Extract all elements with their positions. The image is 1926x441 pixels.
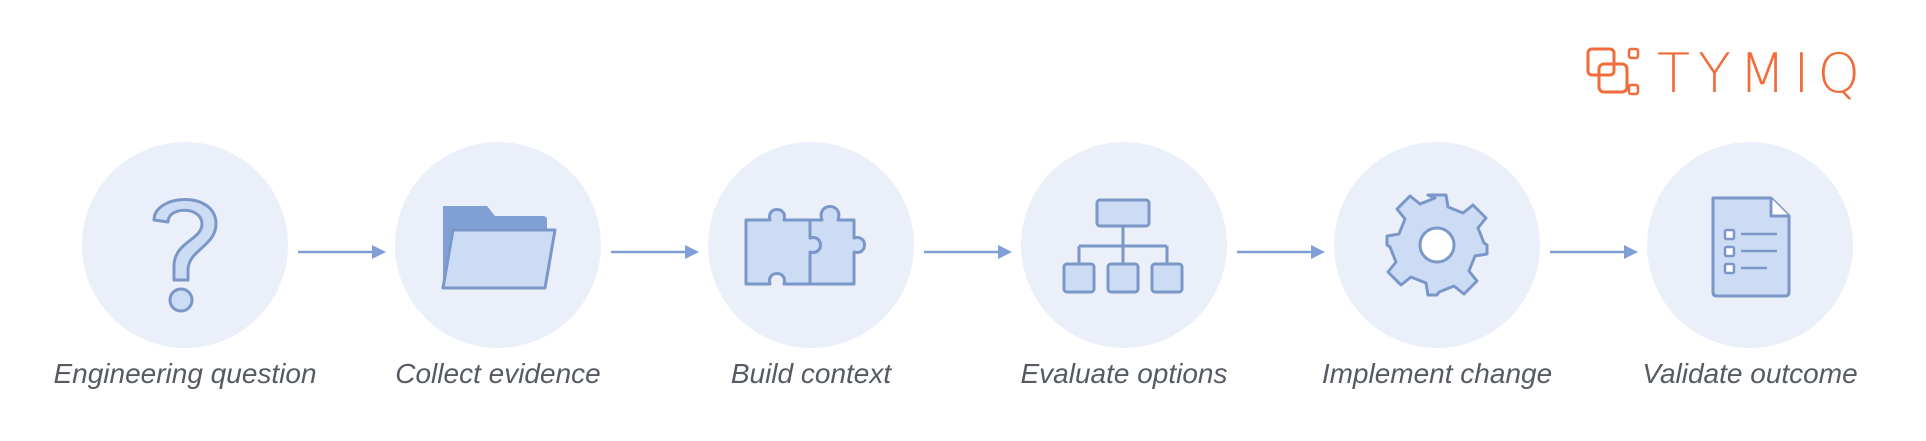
flow-arrow (1237, 242, 1325, 262)
flow-arrow (924, 242, 1012, 262)
step-evaluate-options: Evaluate options (1020, 142, 1228, 389)
logo-mark-icon (1586, 47, 1640, 96)
step-circle (708, 142, 914, 348)
question-mark-icon (152, 198, 218, 313)
flow-arrow (1550, 242, 1638, 262)
flow-arrow (298, 242, 386, 262)
step-build-context: Build context (708, 142, 914, 389)
step-label: Engineering question (53, 358, 317, 389)
step-implement-change: Implement change (1322, 142, 1552, 389)
document-checklist-icon (1711, 196, 1791, 298)
step-label: Evaluate options (1020, 358, 1228, 389)
step-label: Implement change (1321, 358, 1553, 389)
flow-arrow (611, 242, 699, 262)
hierarchy-icon (1062, 198, 1184, 294)
step-circle (1021, 142, 1227, 348)
step-label: Collect evidence (395, 358, 601, 389)
step-circle (1647, 142, 1853, 348)
step-circle (1334, 142, 1540, 348)
step-validate-outcome: Validate outcome (1642, 142, 1858, 389)
step-label: Build context (730, 358, 892, 389)
gear-icon (1385, 193, 1489, 297)
brand-name: TYMIQ (1657, 42, 1868, 105)
step-circle (395, 142, 601, 348)
folder-icon (441, 206, 557, 290)
step-circle (82, 142, 288, 348)
step-collect-evidence: Collect evidence (395, 142, 601, 389)
step-label: Validate outcome (1642, 358, 1858, 389)
step-engineering-question: Engineering question (53, 142, 317, 389)
tymiq-logo: TYMIQ (1585, 46, 1868, 102)
puzzle-icon (744, 205, 866, 286)
